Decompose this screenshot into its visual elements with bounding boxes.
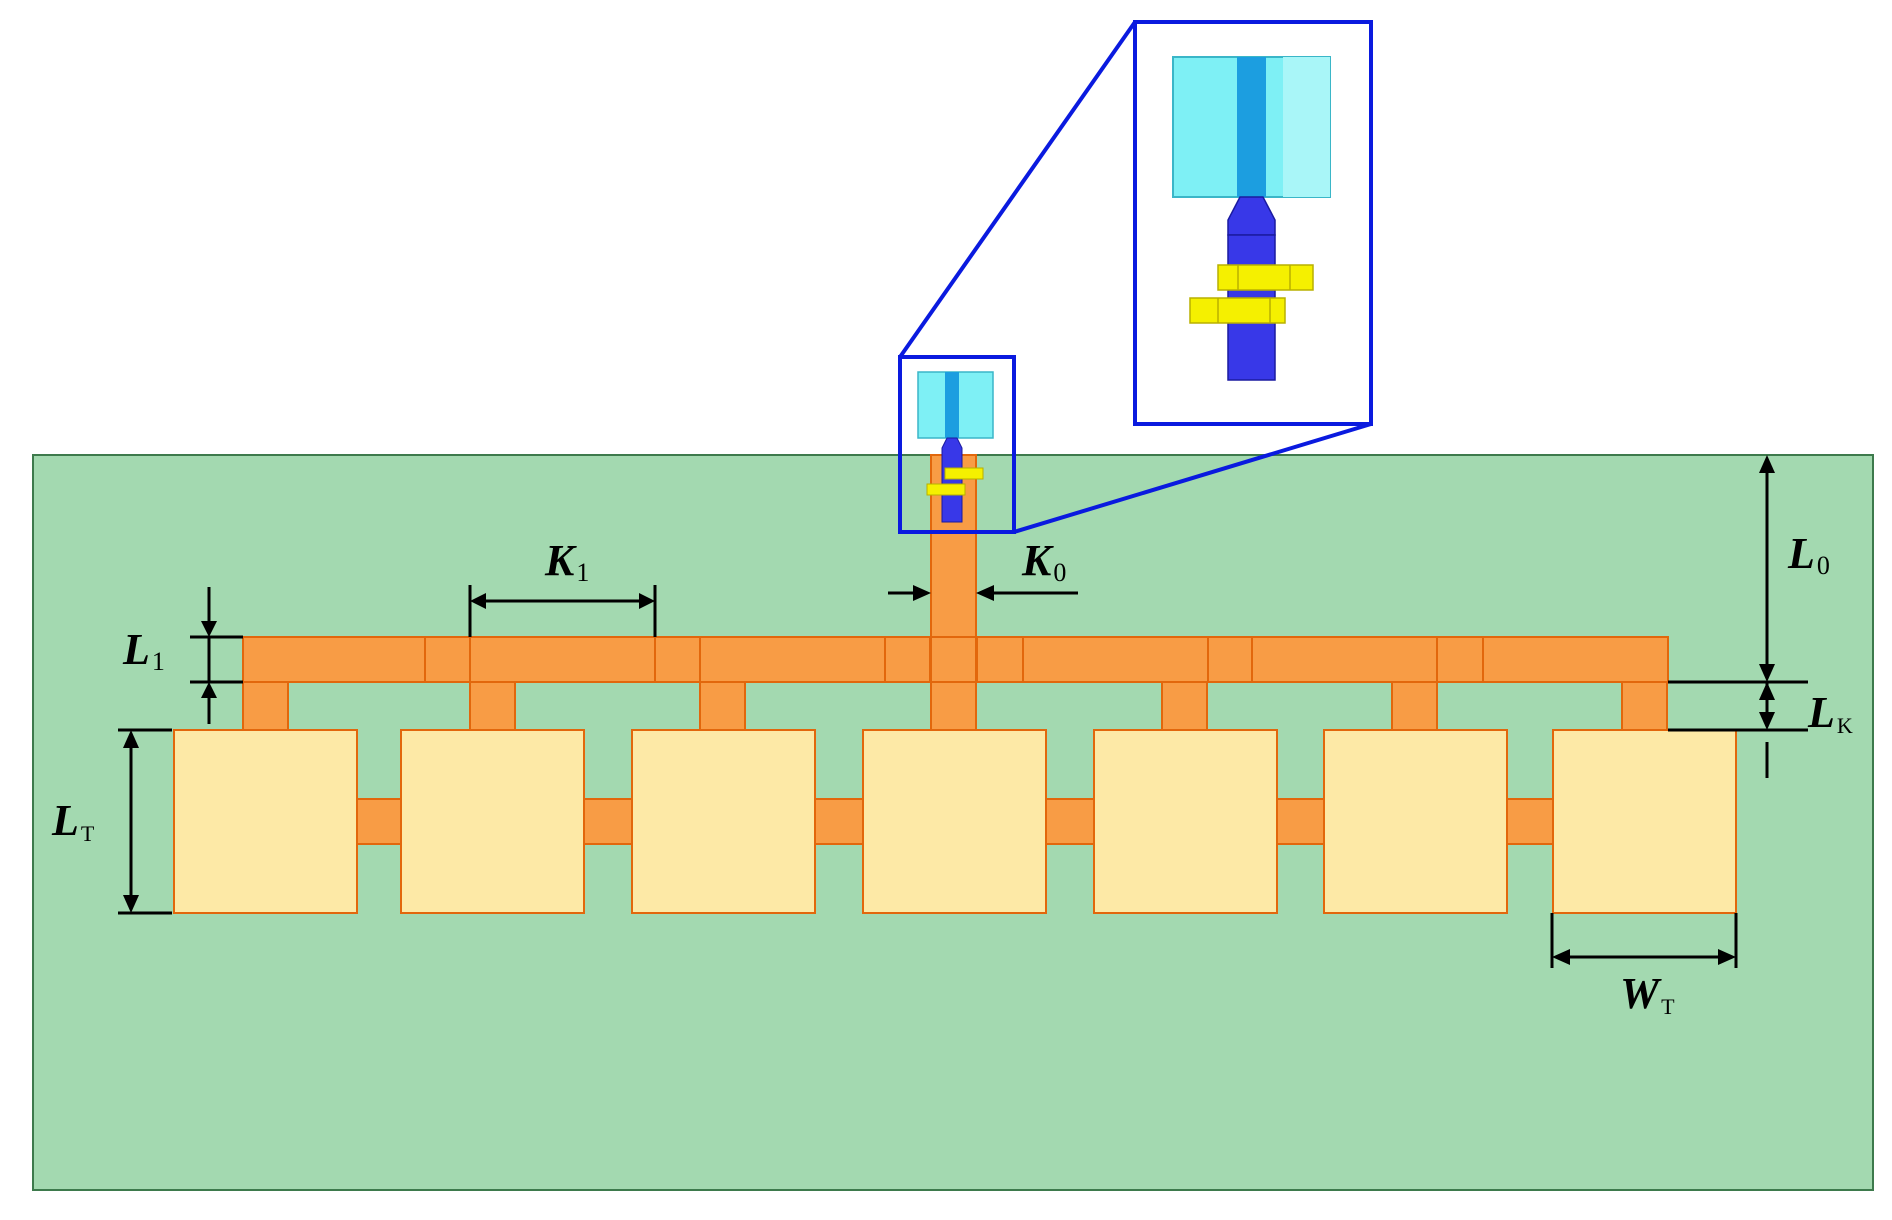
connector-small (917, 371, 994, 523)
patch-link (814, 798, 864, 845)
radiating-patch (631, 729, 816, 914)
patch-stub (242, 681, 289, 731)
zoom-region-box (898, 355, 1016, 534)
connector-enlarged (1172, 56, 1331, 381)
radiating-patch (1093, 729, 1278, 914)
label-lt: LT (51, 796, 95, 846)
patch-stub (1391, 681, 1438, 731)
label-k1: K1 (544, 536, 589, 587)
patch-link (1276, 798, 1325, 845)
patch-stub (1621, 681, 1668, 731)
dimension-arrowheads (123, 455, 1775, 965)
center-feed-stem-lower (930, 636, 977, 683)
label-wt: WT (1620, 969, 1675, 1019)
zoom-line-top (898, 20, 1137, 359)
label-lk: LK (1807, 688, 1853, 738)
dim-wt (1550, 913, 1738, 968)
dim-l1 (190, 587, 243, 724)
zoom-line-bottom (1013, 422, 1372, 534)
radiating-patch (400, 729, 585, 914)
label-l0: L0 (1787, 529, 1830, 580)
patch-stub (930, 681, 977, 731)
patches (173, 729, 1737, 914)
radiating-patch (862, 729, 1047, 914)
label-k0: K0 (1021, 536, 1066, 587)
patch-stub (1161, 681, 1208, 731)
patch-link (1045, 798, 1095, 845)
radiating-patch (1323, 729, 1508, 914)
patch-link (583, 798, 633, 845)
patch-links (356, 798, 1554, 845)
radiating-patch (1552, 729, 1737, 914)
dim-l0 (1668, 468, 1808, 684)
patch-stub (699, 681, 746, 731)
label-l1: L1 (122, 625, 165, 676)
dim-k1 (468, 585, 657, 637)
patch-link (356, 798, 402, 845)
patch-link (1506, 798, 1554, 845)
radiating-patch (173, 729, 358, 914)
dim-lt (118, 728, 172, 915)
patch-stub (469, 681, 516, 731)
